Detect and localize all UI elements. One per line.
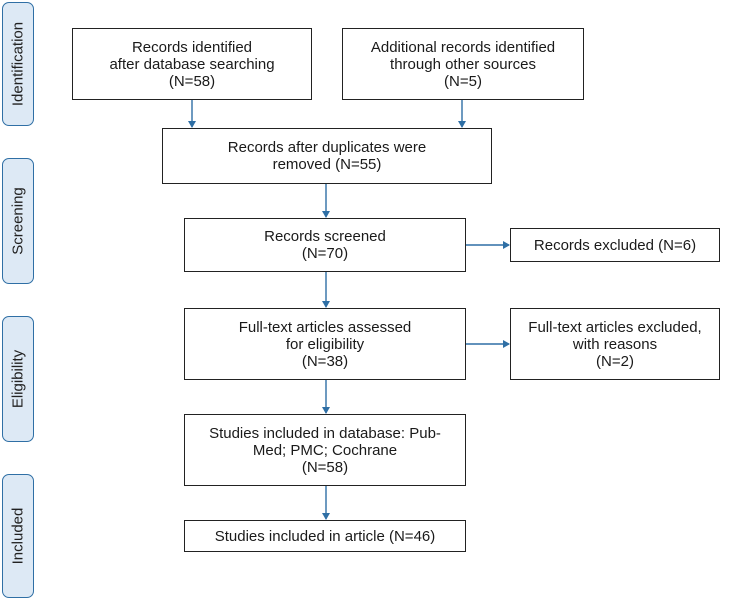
records-identified-box: Records identified after database search… bbox=[72, 28, 312, 100]
additional-records-box: Additional records identified through ot… bbox=[342, 28, 584, 100]
fulltext-excluded-box: Full-text articles excluded, with reason… bbox=[510, 308, 720, 380]
fulltext-assessed-box: Full-text articles assessed for eligibil… bbox=[184, 308, 466, 380]
after-duplicates-box: Records after duplicates were removed (N… bbox=[162, 128, 492, 184]
phase-included: Included bbox=[2, 474, 34, 598]
records-screened-box: Records screened (N=70) bbox=[184, 218, 466, 272]
records-excluded-box: Records excluded (N=6) bbox=[510, 228, 720, 262]
studies-database-box: Studies included in database: Pub- Med; … bbox=[184, 414, 466, 486]
studies-article-box: Studies included in article (N=46) bbox=[184, 520, 466, 552]
phase-identification: Identification bbox=[2, 2, 34, 126]
phase-eligibility: Eligibility bbox=[2, 316, 34, 442]
phase-screening: Screening bbox=[2, 158, 34, 284]
